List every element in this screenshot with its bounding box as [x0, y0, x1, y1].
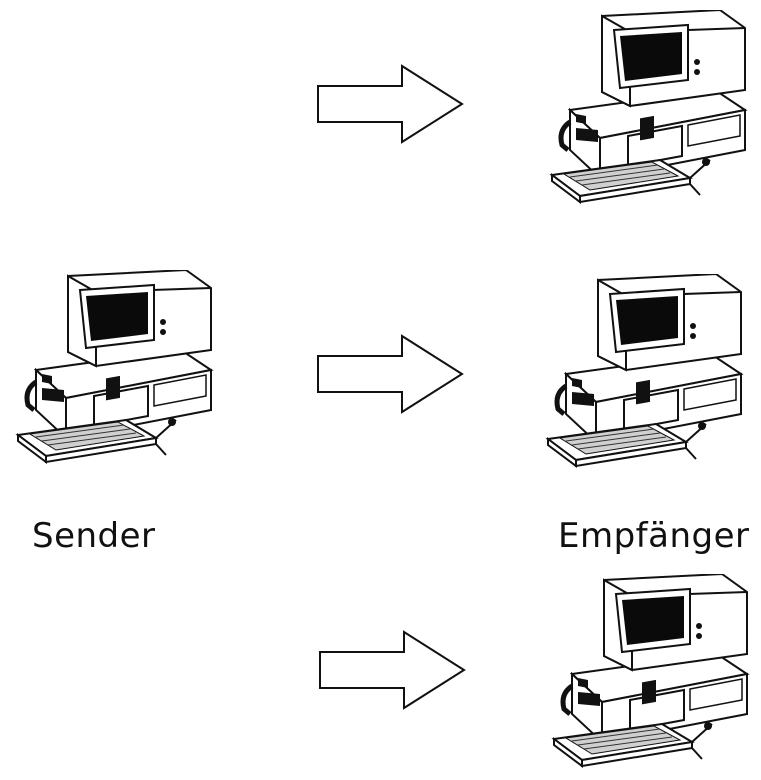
receiver-computer-3-icon: [542, 574, 761, 774]
receiver-label: Empfänger: [558, 516, 750, 556]
receiver-computer-1-icon: [540, 10, 760, 210]
arrow-2-icon: [316, 334, 466, 414]
sender-computer-icon: [6, 270, 226, 470]
sender-label: Sender: [32, 516, 156, 556]
arrow-1-icon: [316, 64, 466, 144]
receiver-computer-2-icon: [536, 274, 756, 474]
arrow-3-icon: [318, 630, 468, 710]
